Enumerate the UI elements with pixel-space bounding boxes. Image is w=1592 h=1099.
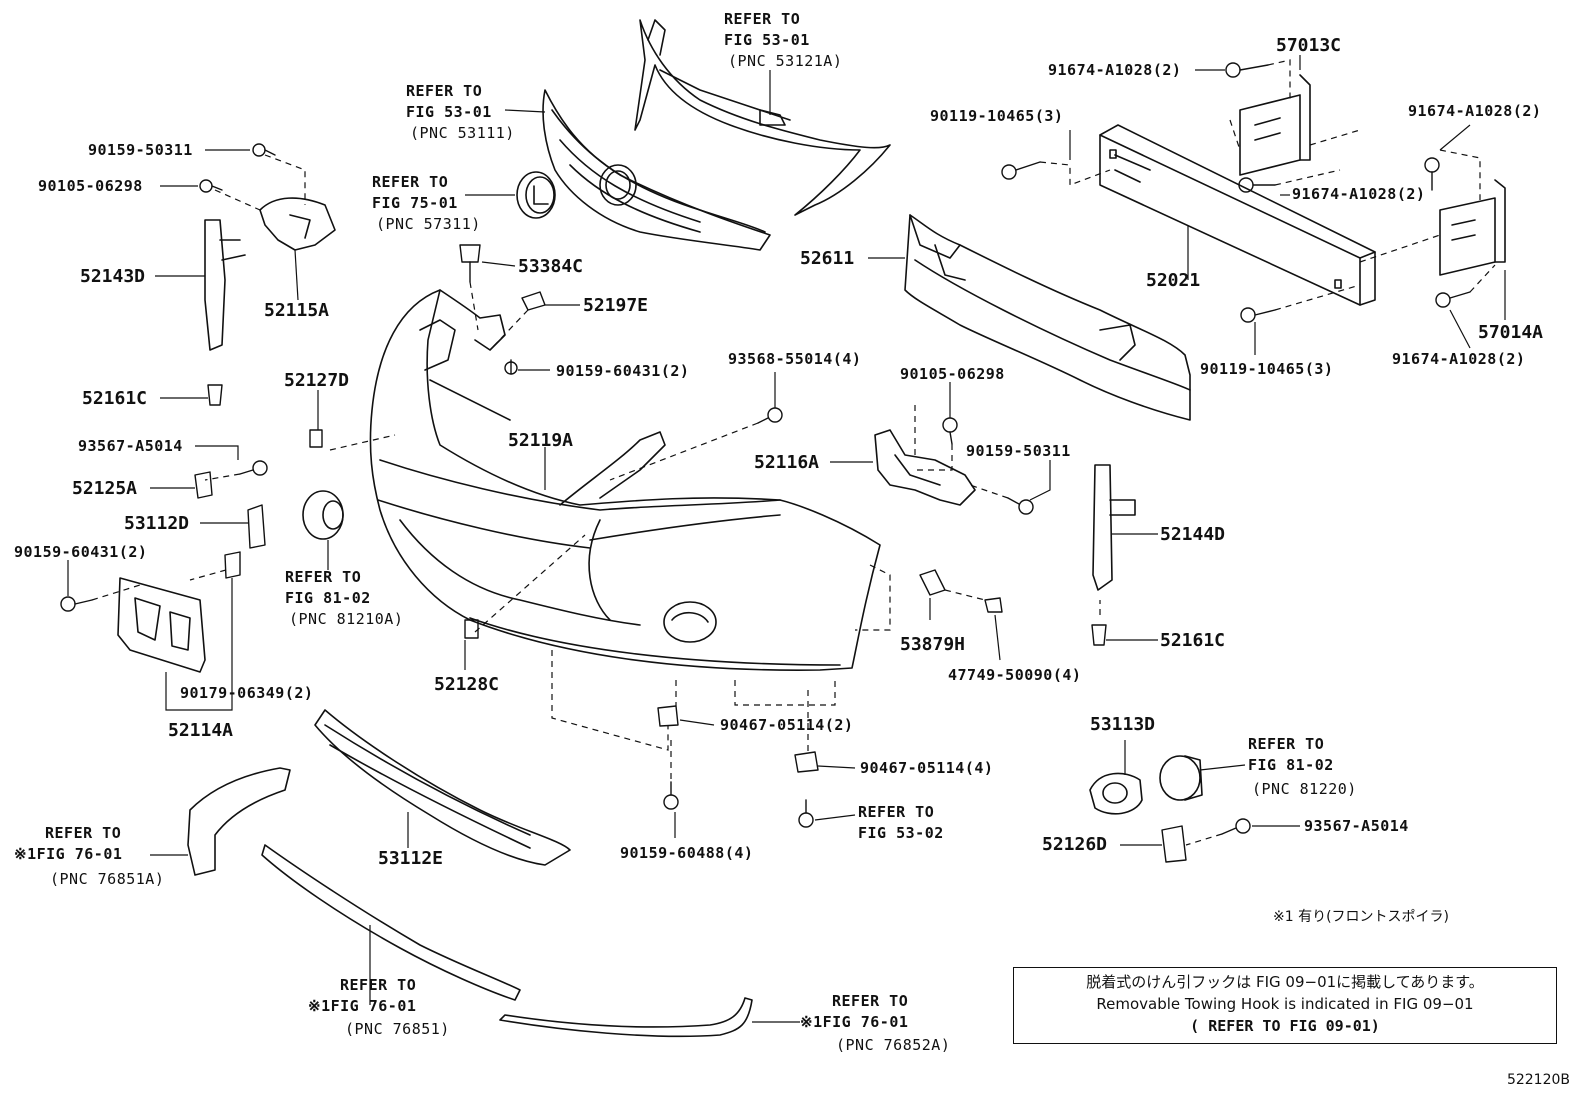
label-52126D: 52126D <box>1042 834 1108 855</box>
label-52021: 52021 <box>1146 270 1201 291</box>
label-fig-76-01-b: ※1FIG 76-01 <box>308 997 417 1015</box>
label-pnc-57311: (PNC 57311) <box>376 215 481 233</box>
label-91674-A1028-b: 91674-A1028(2) <box>1292 185 1426 203</box>
fog-lamp-81220 <box>1159 755 1203 801</box>
label-90467-05114-b: 90467-05114(4) <box>860 759 994 777</box>
label-pnc-76852A: (PNC 76852A) <box>836 1036 951 1054</box>
label-refer-to-81-02-a: REFER TO <box>285 568 362 586</box>
label-pnc-76851: (PNC 76851) <box>345 1020 450 1038</box>
footnote-front-spoiler: ※1 有り(フロントスポイラ) <box>1273 909 1450 925</box>
bracket-52115A <box>259 197 336 251</box>
spoiler-76851 <box>261 844 521 1001</box>
leader-lines <box>67 55 1506 1023</box>
fog-lamp-cover-53113D <box>1089 772 1143 815</box>
label-52144D: 52144D <box>1160 524 1226 545</box>
label-90119-10465-a: 90119-10465(3) <box>930 107 1064 125</box>
label-pnc-53111: (PNC 53111) <box>410 124 515 142</box>
label-refer-to-76-01-b: REFER TO <box>340 976 417 994</box>
label-fig-53-01-a: FIG 53-01 <box>724 31 810 49</box>
assembly-lines <box>91 59 1496 846</box>
label-90159-50311-a: 90159-50311 <box>88 141 193 159</box>
label-refer-to-75-01: REFER TO <box>372 173 449 191</box>
grille-frame <box>634 19 891 216</box>
bumper-reinforcement <box>1099 124 1376 306</box>
label-52161C-a: 52161C <box>82 388 148 409</box>
label-pnc-76851A: (PNC 76851A) <box>50 870 165 888</box>
label-fig-76-01-c: ※1FIG 76-01 <box>800 1013 909 1031</box>
drawing-code: 522120B <box>1506 1072 1570 1088</box>
label-47749-50090: 47749-50090(4) <box>948 666 1082 684</box>
label-refer-to-53-01-b: REFER TO <box>406 82 483 100</box>
label-53112E: 53112E <box>378 848 444 869</box>
label-52197E: 52197E <box>583 295 649 316</box>
label-pnc-81210A: (PNC 81210A) <box>289 610 404 628</box>
label-52114A: 52114A <box>168 720 234 741</box>
label-fig-81-02-b: FIG 81-02 <box>1248 756 1334 774</box>
label-refer-to-76-01-c: REFER TO <box>832 992 909 1010</box>
bracket-52116A <box>874 429 976 506</box>
side-bracket-52144D <box>1092 464 1136 591</box>
license-plate-bracket <box>117 577 206 673</box>
label-52115A: 52115A <box>264 300 330 321</box>
bracket-57014A <box>1439 179 1506 276</box>
side-bracket-52143D <box>204 219 246 351</box>
label-90159-60488: 90159-60488(4) <box>620 844 754 862</box>
label-53112D: 53112D <box>124 513 190 534</box>
label-52128C: 52128C <box>434 674 500 695</box>
spoiler-76851A <box>187 767 291 876</box>
note-line-english: Removable Towing Hook is indicated in FI… <box>1096 995 1474 1013</box>
label-52119A: 52119A <box>508 430 574 451</box>
label-57013C: 57013C <box>1276 35 1342 56</box>
label-fig-76-01-a: ※1FIG 76-01 <box>14 845 123 863</box>
label-93568-55014: 93568-55014(4) <box>728 350 862 368</box>
label-90105-06298-b: 90105-06298 <box>900 365 1005 383</box>
label-fig-53-02: FIG 53-02 <box>858 824 944 842</box>
label-fig-53-01-b: FIG 53-01 <box>406 103 492 121</box>
emblem-part <box>516 171 556 219</box>
bumper-cover-52119A <box>369 289 881 671</box>
label-90159-60431-b: 90159-60431(2) <box>14 543 148 561</box>
label-pnc-81220: (PNC 81220) <box>1252 780 1357 798</box>
label-90119-10465-b: 90119-10465(3) <box>1200 360 1334 378</box>
towing-hook-note: 脱着式のけん引フックは FIG 09−01に掲載してあります。 Removabl… <box>1013 967 1557 1044</box>
label-52143D: 52143D <box>80 266 146 287</box>
label-refer-to-53-02: REFER TO <box>858 803 935 821</box>
label-90467-05114-a: 90467-05114(2) <box>720 716 854 734</box>
label-fig-75-01: FIG 75-01 <box>372 194 458 212</box>
bracket-57013C <box>1239 74 1311 176</box>
label-91674-A1028-c: 91674-A1028(2) <box>1408 102 1542 120</box>
label-53113D: 53113D <box>1090 714 1156 735</box>
label-pnc-53121A: (PNC 53121A) <box>728 52 843 70</box>
label-91674-A1028-d: 91674-A1028(2) <box>1392 350 1526 368</box>
fasteners <box>60 62 1471 863</box>
label-refer-to-76-01-a: REFER TO <box>45 824 122 842</box>
upper-grille <box>542 89 771 251</box>
label-52127D: 52127D <box>284 370 350 391</box>
label-90105-06298-a: 90105-06298 <box>38 177 143 195</box>
note-line-refer: ( REFER TO FIG 09-01) <box>1190 1017 1380 1035</box>
label-90159-60431-a: 90159-60431(2) <box>556 362 690 380</box>
fog-lamp-81210A <box>302 490 344 540</box>
label-90159-50311-b: 90159-50311 <box>966 442 1071 460</box>
spoiler-76852A <box>499 997 753 1038</box>
label-93567-A5014-b: 93567-A5014 <box>1304 817 1409 835</box>
label-52116A: 52116A <box>754 452 820 473</box>
label-52125A: 52125A <box>72 478 138 499</box>
label-57014A: 57014A <box>1478 322 1544 343</box>
label-fig-81-02-a: FIG 81-02 <box>285 589 371 607</box>
label-refer-to-81-02-b: REFER TO <box>1248 735 1325 753</box>
impact-absorber <box>904 214 1191 421</box>
note-line-japanese: 脱着式のけん引フックは FIG 09−01に掲載してあります。 <box>1086 973 1484 991</box>
label-refer-to-53-01-a: REFER TO <box>724 10 801 28</box>
lower-grille <box>314 709 571 866</box>
label-90179-06349: 90179-06349(2) <box>180 684 314 702</box>
label-91674-A1028-a: 91674-A1028(2) <box>1048 61 1182 79</box>
label-52611: 52611 <box>800 248 855 269</box>
label-53879H: 53879H <box>900 634 966 655</box>
label-52161C-b: 52161C <box>1160 630 1226 651</box>
label-93567-A5014-a: 93567-A5014 <box>78 437 183 455</box>
label-53384C: 53384C <box>518 256 584 277</box>
